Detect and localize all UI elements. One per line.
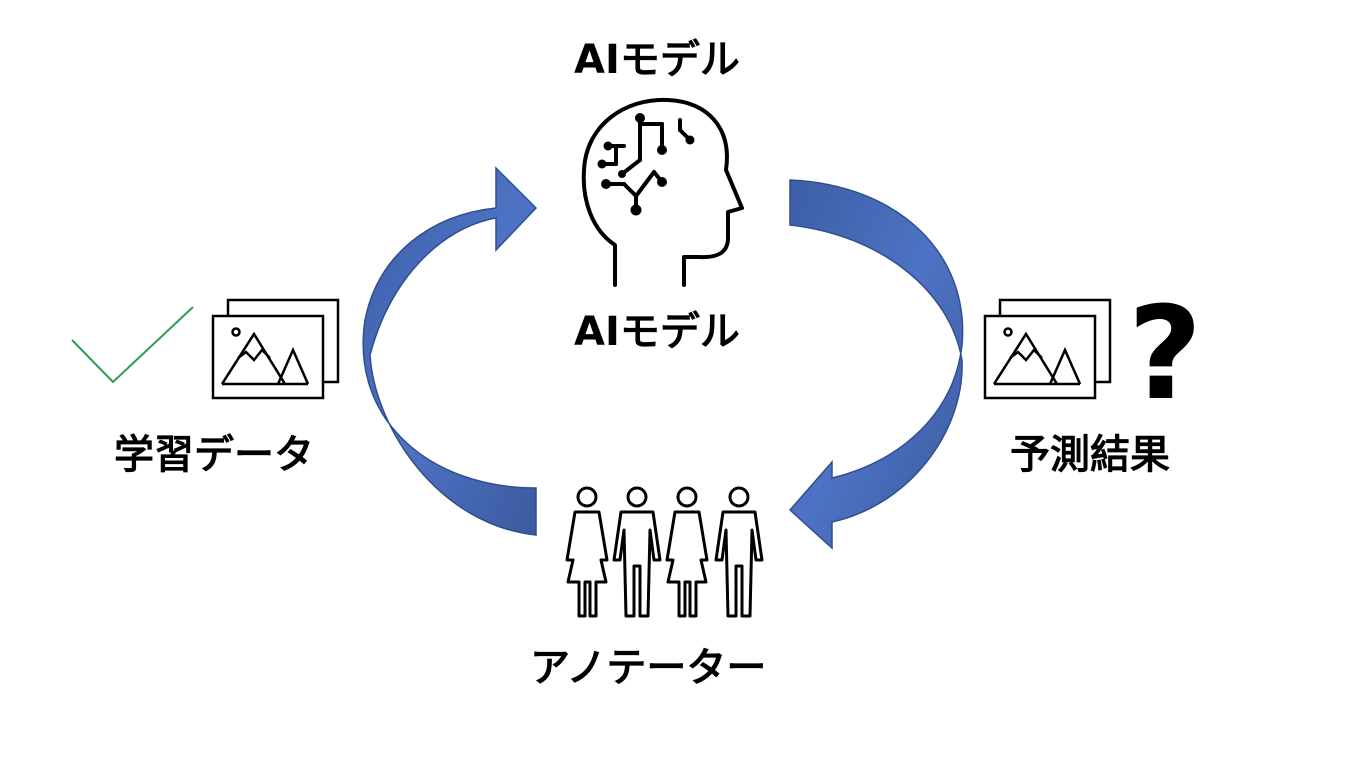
ai-model-label: AIモデル bbox=[574, 309, 740, 355]
image-stack-icon-right bbox=[983, 298, 1112, 400]
left-cycle-arrow bbox=[362, 166, 538, 536]
ai-model-title: AIモデル bbox=[574, 37, 740, 83]
prediction-label: 予測結果 bbox=[1010, 432, 1170, 478]
image-stack-icon-left bbox=[211, 298, 340, 400]
right-cycle-arrow bbox=[788, 179, 964, 550]
ai-head-icon bbox=[581, 97, 744, 287]
question-mark: ? bbox=[1128, 280, 1202, 429]
annotator-label: アノテーター bbox=[530, 645, 767, 691]
people-group-icon bbox=[565, 486, 764, 618]
ai-head-circuit-nodes bbox=[597, 113, 695, 216]
check-mark-icon bbox=[71, 306, 194, 384]
training-data-label: 学習データ bbox=[114, 432, 314, 478]
